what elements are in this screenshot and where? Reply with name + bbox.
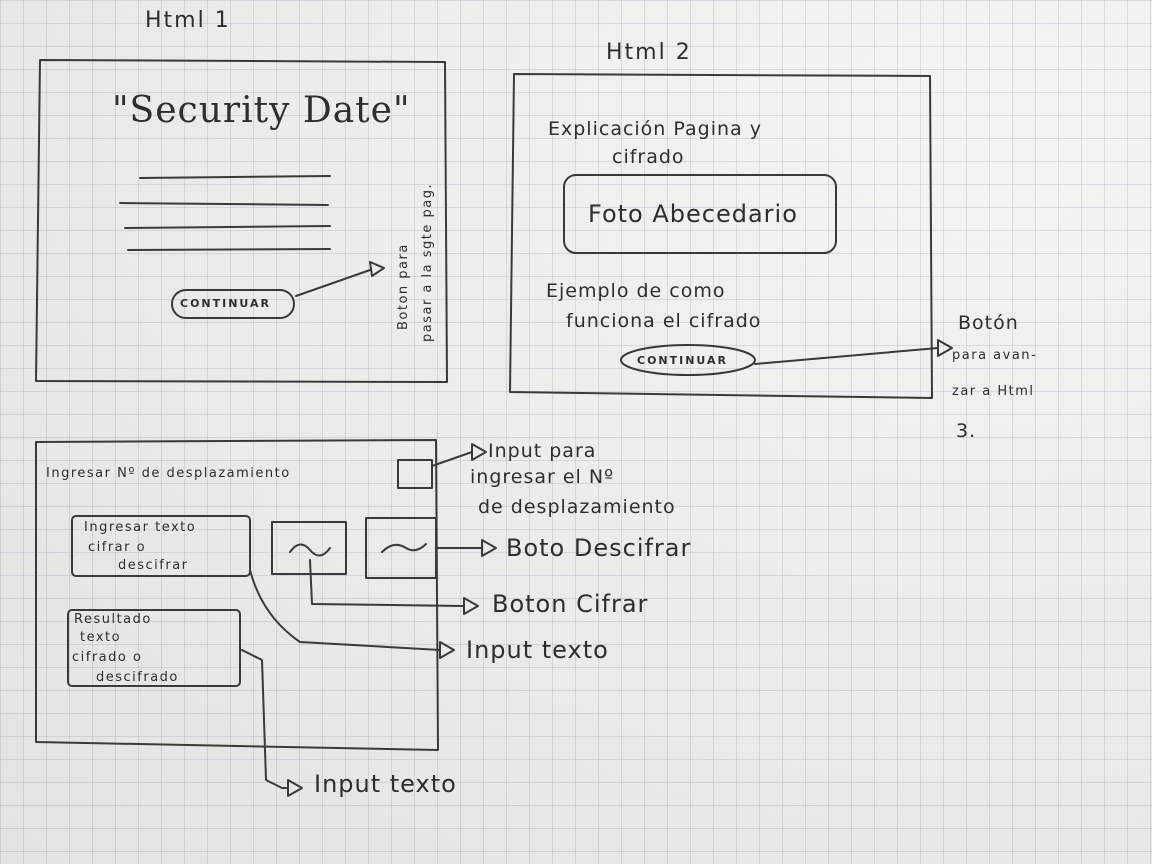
html2-example-line1: Ejemplo de como: [546, 280, 726, 302]
html2-frame: [509, 73, 933, 399]
result-label-line2: texto: [80, 630, 122, 645]
encrypt-arrowhead: [463, 597, 479, 615]
html2-continue-button-outline: [620, 344, 756, 376]
html2-explanation-line1: Explicación Pagina y: [548, 118, 762, 140]
text-input-box: [71, 515, 251, 577]
html1-title: Html 1: [145, 8, 231, 33]
html1-text-line: [139, 175, 331, 179]
result-label-line3: cifrado o: [72, 650, 143, 665]
input-text-label-line3: descifrar: [118, 558, 189, 573]
encrypt-button: [271, 521, 347, 575]
html2-example-line2: funciona el cifrado: [566, 310, 762, 332]
shift-annotation-line1: Input para: [488, 440, 597, 462]
result-annotation: Input texto: [314, 770, 457, 798]
alphabet-photo-label: Foto Abecedario: [588, 200, 798, 228]
input-text-label-line1: Ingresar texto: [84, 520, 197, 535]
html1-annotation-line1: Boton para: [396, 243, 411, 330]
html1-continue-button[interactable]: CONTINUAR: [180, 297, 272, 310]
encrypt-icon: [289, 543, 331, 557]
html1-arrow: [295, 269, 371, 297]
html2-arrow: [754, 347, 939, 365]
decrypt-arrowhead: [481, 539, 497, 557]
html2-annotation-line4: 3.: [956, 420, 977, 442]
html1-text-line: [127, 248, 331, 251]
input-text-annotation: Input texto: [466, 636, 609, 664]
html1-annotation-line2: pasar a la sgte pag.: [420, 182, 435, 342]
html2-continue-button[interactable]: CONTINUAR: [637, 354, 729, 367]
result-arrow: [241, 649, 289, 789]
encrypt-arrow: [309, 559, 465, 607]
html2-annotation-line1: Botón: [958, 312, 1019, 334]
result-text-box: [67, 609, 241, 687]
input-text-label-line2: cifrar o: [88, 540, 147, 555]
result-arrowhead: [287, 779, 303, 797]
html2-title: Html 2: [606, 40, 692, 65]
decrypt-button: [365, 517, 437, 579]
html2-annotation-line2: para avan-: [952, 348, 1038, 363]
decrypt-icon: [381, 543, 427, 553]
shift-annotation-line2: ingresar el Nº: [470, 466, 615, 488]
html2-annotation-line3: zar a Html: [952, 384, 1035, 399]
shift-arrow: [431, 451, 473, 467]
html1-frame: [35, 59, 448, 383]
result-label-line4: descifrado: [96, 670, 179, 685]
html1-heading: "Security Date": [112, 90, 411, 131]
html2-explanation-line2: cifrado: [612, 146, 685, 168]
shift-arrowhead: [471, 443, 487, 461]
input-text-arrowhead: [439, 641, 455, 659]
shift-annotation-line3: de desplazamiento: [478, 496, 676, 518]
html1-text-line: [119, 202, 329, 206]
result-label-line1: Resultado: [74, 612, 152, 627]
html1-text-line: [124, 225, 331, 229]
html3-frame: [35, 439, 439, 751]
decrypt-annotation: Boto Descifrar: [506, 534, 692, 562]
html2-arrowhead: [937, 339, 953, 357]
html1-continue-button-outline: [171, 289, 295, 319]
shift-number-label: Ingresar Nº de desplazamiento: [46, 466, 291, 481]
html1-arrowhead: [369, 261, 385, 277]
alphabet-photo-box: [563, 174, 837, 254]
input-text-arrow: [249, 569, 441, 651]
shift-number-input: [397, 459, 433, 489]
encrypt-annotation: Boton Cifrar: [492, 590, 649, 618]
